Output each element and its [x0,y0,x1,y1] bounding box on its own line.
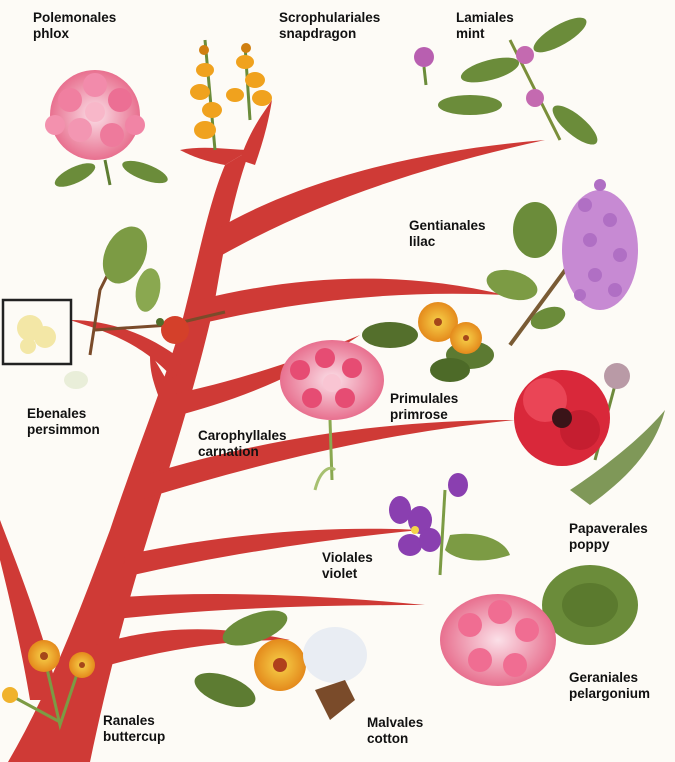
label-violales: Violales violet [322,550,373,582]
branch-gentianales [195,279,505,325]
label-primulales: Primulales primrose [390,391,458,423]
plant-name: poppy [569,537,648,553]
order-name: Ebenales [27,406,100,422]
carnation-illustration [280,340,384,490]
plant-name: pelargonium [569,686,650,702]
label-polemonales: Polemonales phlox [33,10,116,42]
label-scrophulariales: Scrophulariales snapdragon [279,10,380,42]
plant-name: mint [456,26,514,42]
order-name: Gentianales [409,218,486,234]
label-carophyllales: Carophyllales carnation [198,428,287,460]
plant-name: buttercup [103,729,165,745]
order-name: Primulales [390,391,458,407]
label-malvales: Malvales cotton [367,715,423,747]
order-name: Polemonales [33,10,116,26]
plant-name: persimmon [27,422,100,438]
branch-violales [120,529,420,578]
order-name: Malvales [367,715,423,731]
cotton-illustration [190,603,367,720]
order-name: Lamiales [456,10,514,26]
label-gentianales: Gentianales lilac [409,218,486,250]
plant-name: violet [322,566,373,582]
plant-name: lilac [409,234,486,250]
order-name: Ranales [103,713,165,729]
plant-name: phlox [33,26,116,42]
order-name: Violales [322,550,373,566]
branch-lamiales [215,140,545,255]
phlox-illustration [45,70,170,192]
label-ebenales: Ebenales persimmon [27,406,100,438]
plant-name: primrose [390,407,458,423]
label-lamiales: Lamiales mint [456,10,514,42]
label-geraniales: Geraniales pelargonium [569,670,650,702]
order-name: Geraniales [569,670,650,686]
label-papaverales: Papaverales poppy [569,521,648,553]
order-name: Papaverales [569,521,648,537]
trunk-left-lobe [0,520,60,700]
poppy-illustration [514,363,665,505]
plant-name: carnation [198,444,287,460]
plant-name: snapdragon [279,26,380,42]
pelargonium-illustration [440,565,638,686]
label-ranales: Ranales buttercup [103,713,165,745]
violet-illustration [389,473,510,575]
branch-top-spike [240,100,272,165]
lilac-illustration [483,179,638,345]
order-name: Carophyllales [198,428,287,444]
plant-name: cotton [367,731,423,747]
order-name: Scrophulariales [279,10,380,26]
